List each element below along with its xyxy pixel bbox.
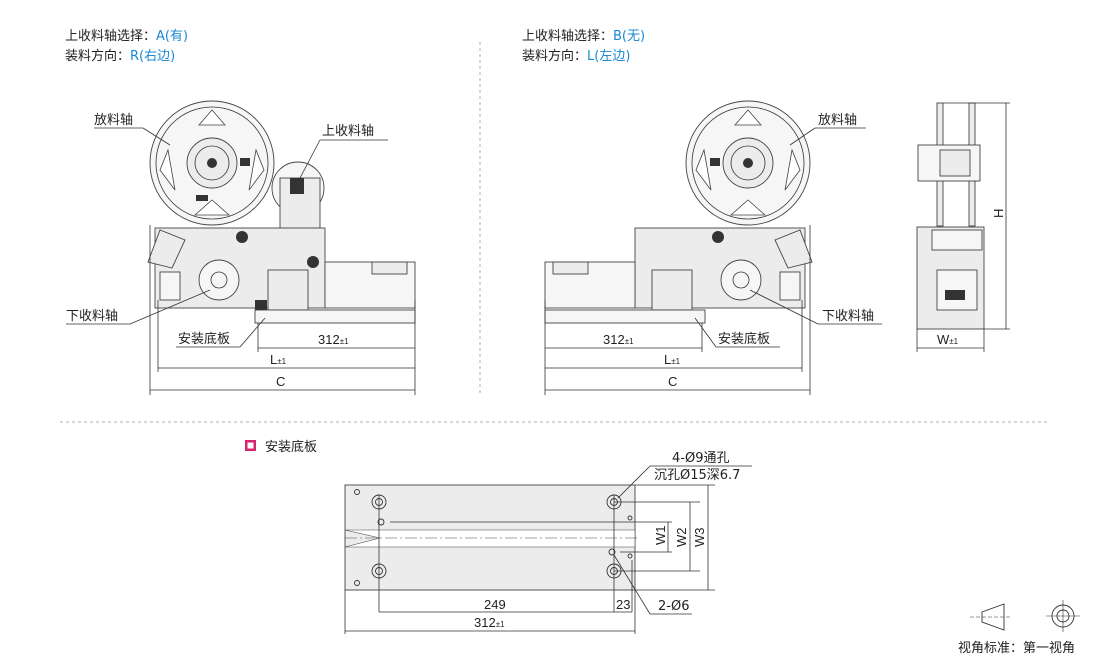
callout-unwind-shaft: 放料轴 xyxy=(818,113,857,128)
right-machine-drawing xyxy=(544,100,813,324)
dim-W1: W1 xyxy=(653,526,668,546)
dim-W: W xyxy=(937,332,950,347)
svg-text:上收料轴选择：B(无): 上收料轴选择：B(无) xyxy=(522,29,645,44)
callout-upper-rewind-shaft: 上收料轴 xyxy=(322,124,374,139)
first-angle-projection-icon xyxy=(970,600,1080,632)
base-plate-drawing xyxy=(344,484,715,634)
dim-W2: W2 xyxy=(674,528,689,548)
dim-312: 312 xyxy=(318,332,340,347)
callout-lower-rewind-shaft: 下收料轴 xyxy=(822,309,874,324)
left-dimensions: 312±1 L±1 C xyxy=(149,225,416,395)
side-view-drawing: H W±1 xyxy=(916,102,1010,352)
left-machine-drawing xyxy=(147,100,416,324)
right-dimensions: 312±1 L±1 C xyxy=(544,225,811,395)
right-view-header: 上收料轴选择：B(无) 装料方向：L(左边) xyxy=(522,29,645,64)
dim-H: H xyxy=(991,209,1006,218)
svg-text:装料方向：R(右边): 装料方向：R(右边) xyxy=(65,48,175,64)
dim-W3: W3 xyxy=(692,528,707,548)
note-through-holes: 4-Ø9通孔 xyxy=(672,451,729,466)
svg-text:L±1: L±1 xyxy=(270,352,287,367)
direction-label: 装料方向： xyxy=(522,48,587,64)
svg-text:312±1: 312±1 xyxy=(474,615,505,630)
svg-text:装料方向：L(左边): 装料方向：L(左边) xyxy=(522,48,630,64)
note-pin-holes: 2-Ø6 xyxy=(658,599,689,614)
dim-L: L xyxy=(664,352,671,367)
note-counterbore: 沉孔Ø15深6.7 xyxy=(654,468,740,483)
upper-axis-value: A(有) xyxy=(156,29,188,44)
dim-312: 312 xyxy=(474,615,496,630)
left-view-header: 上收料轴选择：A(有) 装料方向：R(右边) xyxy=(65,29,188,64)
svg-text:312±1: 312±1 xyxy=(318,332,349,347)
callout-base-plate: 安装底板 xyxy=(178,331,230,347)
direction-value: R(右边) xyxy=(130,49,175,64)
direction-label: 装料方向： xyxy=(65,48,130,64)
dim-C: C xyxy=(668,374,677,389)
svg-text:312±1: 312±1 xyxy=(603,332,634,347)
dim-249: 249 xyxy=(484,597,506,612)
callout-base-plate: 安装底板 xyxy=(718,331,770,347)
dim-312: 312 xyxy=(603,332,625,347)
projection-standard-label: 视角标准：第一视角 xyxy=(958,641,1075,656)
dim-C: C xyxy=(276,374,285,389)
dim-L: L xyxy=(270,352,277,367)
callout-lower-rewind-shaft: 下收料轴 xyxy=(66,309,118,324)
base-plate-dimensions: W1 W2 W3 249 23 312±1 4-Ø9通孔 沉孔Ø15深6.7 2… xyxy=(345,451,752,632)
callout-unwind-shaft: 放料轴 xyxy=(94,113,133,128)
direction-value: L(左边) xyxy=(587,49,630,64)
upper-axis-value: B(无) xyxy=(613,29,645,44)
upper-axis-label: 上收料轴选择： xyxy=(522,29,613,44)
svg-text:L±1: L±1 xyxy=(664,352,681,367)
right-callouts: 放料轴 下收料轴 安装底板 xyxy=(694,113,882,348)
dim-23: 23 xyxy=(616,597,630,612)
base-plate-title: 安装底板 xyxy=(265,439,317,455)
svg-text:上收料轴选择：A(有): 上收料轴选择：A(有) xyxy=(65,29,188,44)
left-callouts: 放料轴 上收料轴 下收料轴 安装底板 xyxy=(66,113,388,348)
upper-axis-label: 上收料轴选择： xyxy=(65,29,156,44)
svg-text:W±1: W±1 xyxy=(937,332,959,347)
